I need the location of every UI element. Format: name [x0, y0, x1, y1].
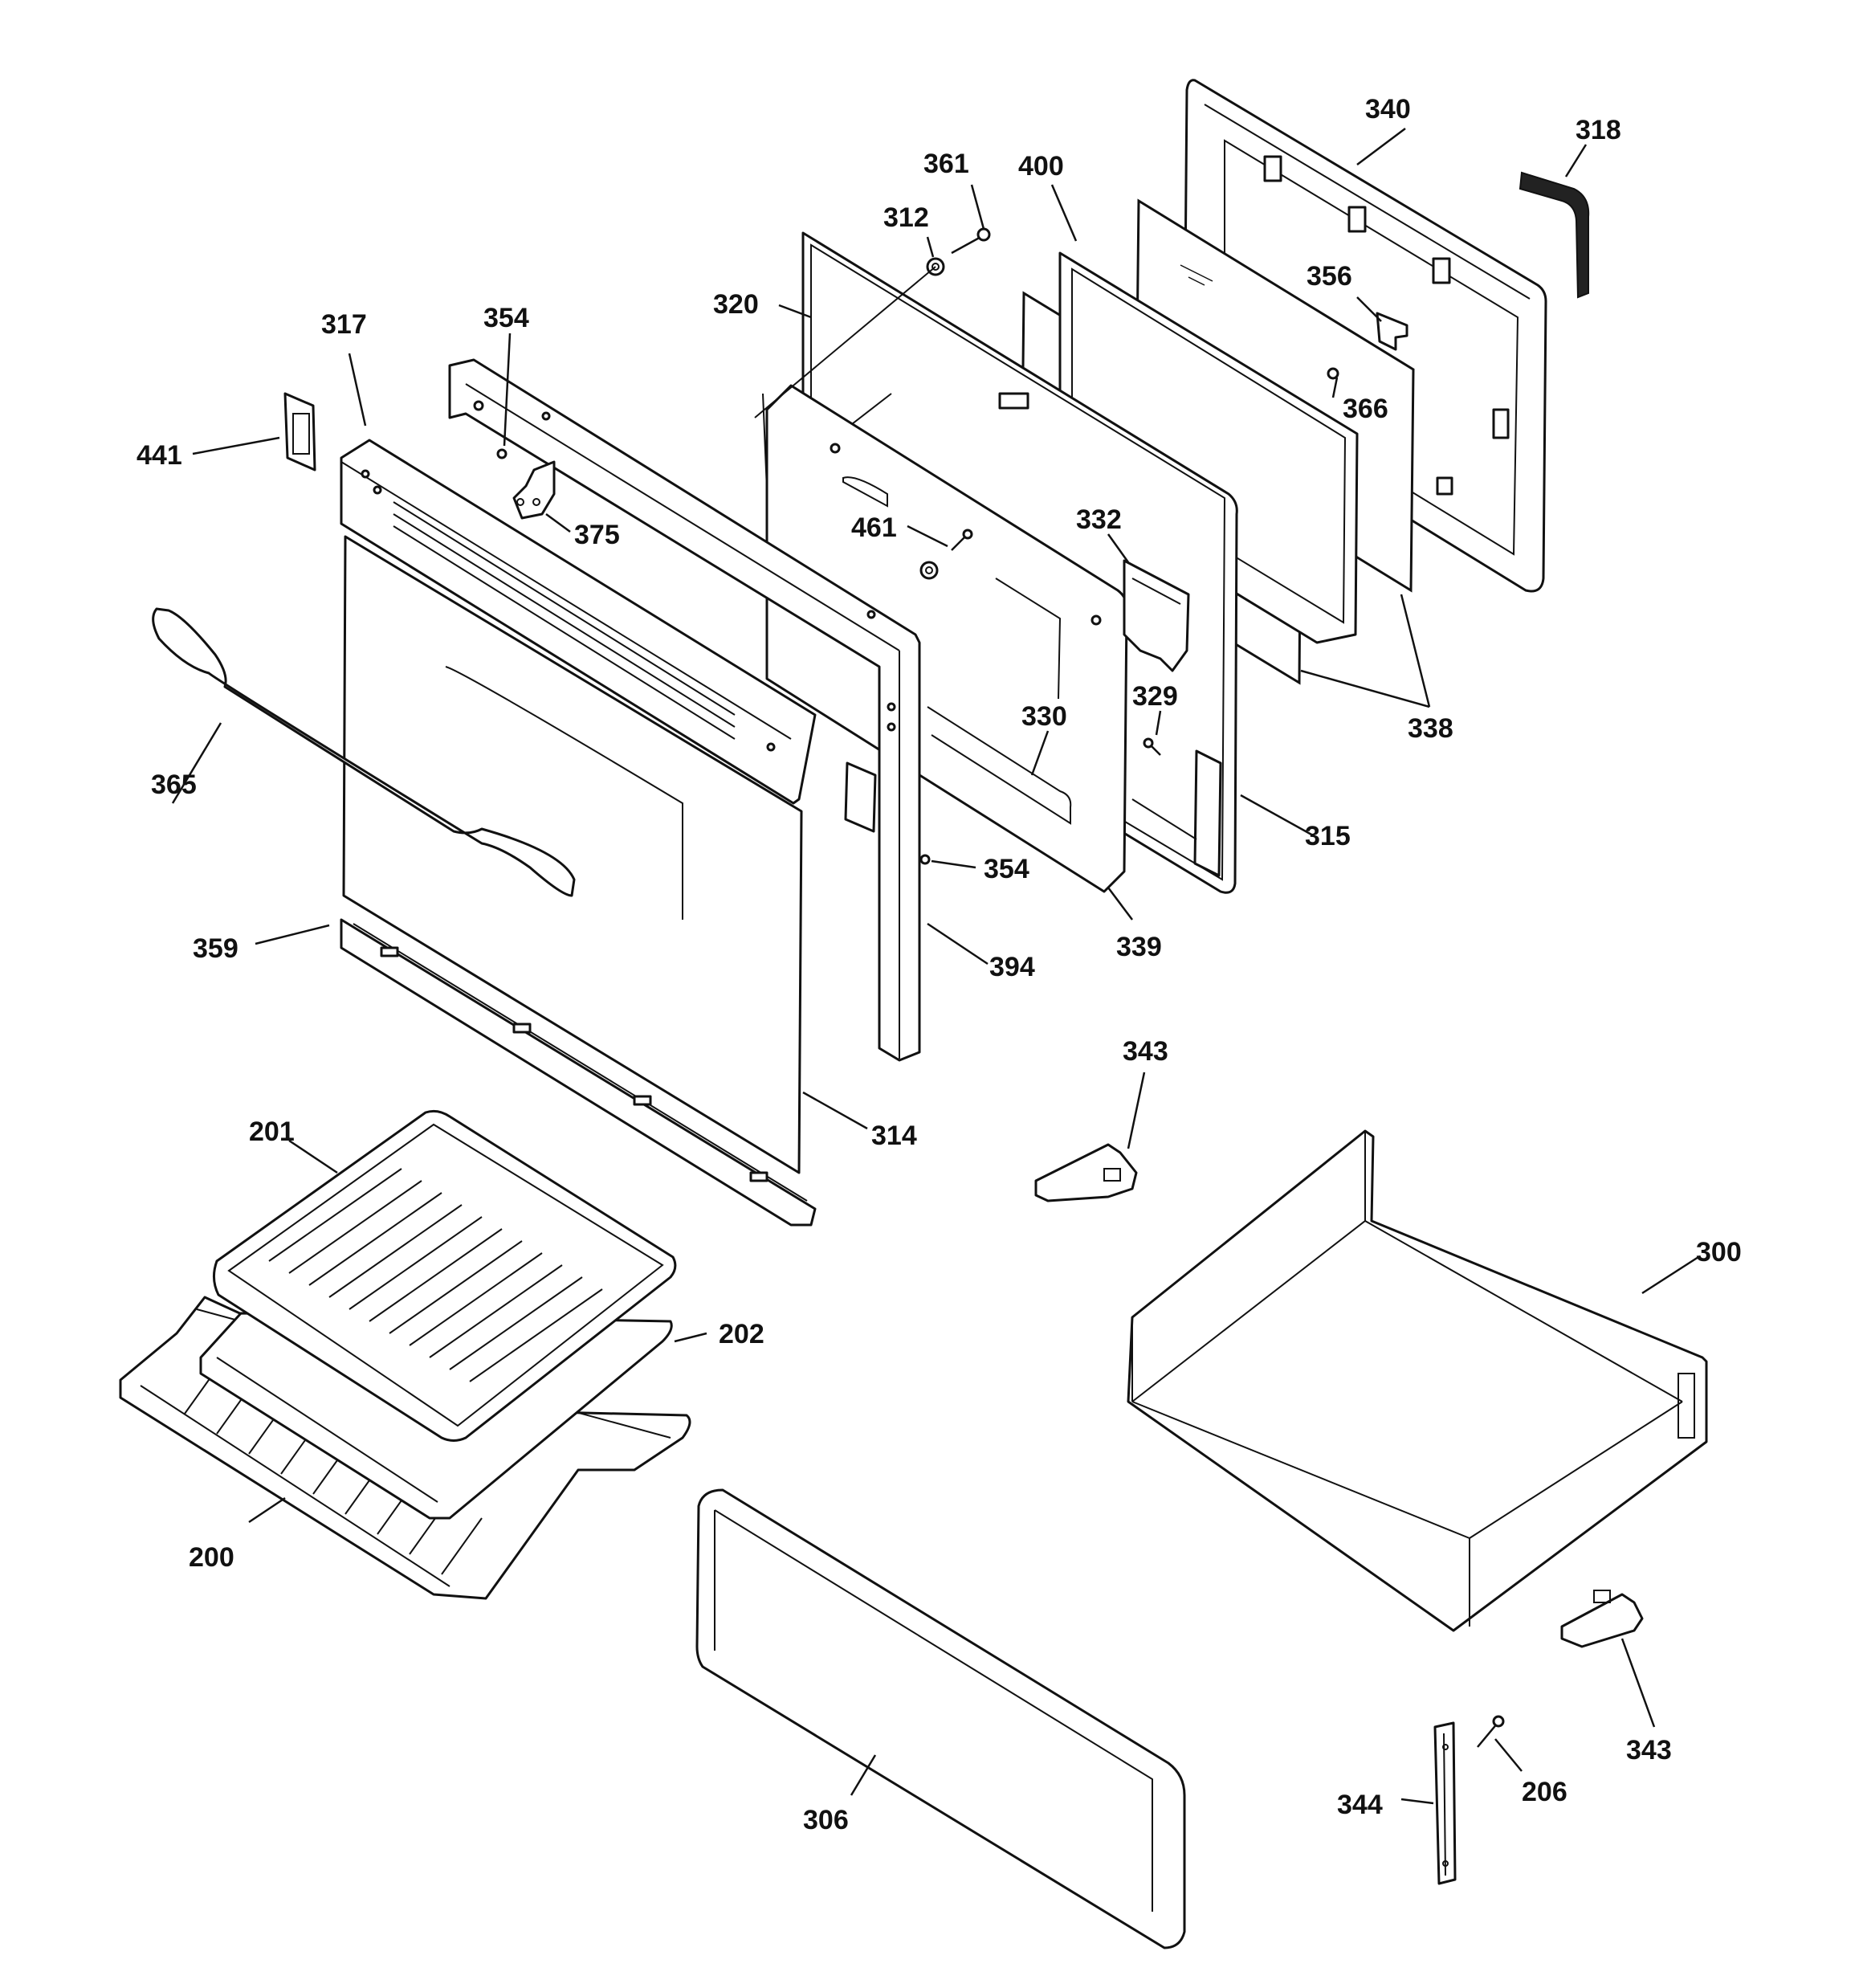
- callout-202: 202: [719, 1319, 764, 1349]
- callout-375: 375: [574, 520, 620, 550]
- callout-343-upper: 343: [1123, 1036, 1168, 1067]
- part-343-drawer-slide-lower: [1560, 1590, 1644, 1648]
- callout-318: 318: [1576, 115, 1621, 145]
- callout-labels: 340 318 361 400 312 320 356 354 317 366 …: [137, 94, 1742, 1835]
- callout-356: 356: [1307, 261, 1352, 292]
- callout-206: 206: [1522, 1777, 1567, 1807]
- part-300-drawer-box: [1127, 1129, 1708, 1632]
- part-366-screw: [1327, 367, 1339, 380]
- part-359-bottom-trim: [340, 918, 817, 1227]
- callout-340: 340: [1365, 94, 1411, 125]
- part-361-screw: [951, 227, 991, 255]
- callout-200: 200: [189, 1542, 234, 1573]
- callout-461: 461: [851, 512, 897, 543]
- callout-354-lower: 354: [984, 854, 1029, 884]
- callout-201: 201: [249, 1116, 295, 1147]
- part-317-vent-trim: [340, 439, 817, 805]
- callout-314: 314: [871, 1121, 917, 1151]
- callout-344: 344: [1337, 1790, 1383, 1820]
- callout-394: 394: [989, 952, 1035, 982]
- callout-361: 361: [923, 149, 969, 179]
- callout-320: 320: [713, 289, 759, 320]
- callout-359: 359: [193, 933, 238, 964]
- callout-317: 317: [321, 309, 367, 340]
- part-306-drawer-front: [695, 1488, 1186, 1949]
- part-354-screw-lower: [919, 854, 931, 865]
- part-340-door-frame: [1183, 79, 1547, 593]
- callout-330: 330: [1021, 701, 1067, 732]
- callout-306: 306: [803, 1805, 849, 1835]
- callout-329: 329: [1132, 681, 1178, 712]
- part-314-outer-door: [342, 535, 803, 1174]
- callout-400: 400: [1018, 151, 1064, 182]
- part-206-screw: [1477, 1715, 1505, 1748]
- part-394-side-frame: [448, 358, 921, 1062]
- part-365-handle: [152, 607, 576, 897]
- callout-315: 315: [1305, 821, 1351, 851]
- callout-339: 339: [1116, 932, 1162, 962]
- callout-300: 300: [1696, 1237, 1742, 1268]
- part-343-drawer-slide-upper: [1034, 1143, 1138, 1202]
- part-375-hinge-bracket: [512, 460, 556, 520]
- part-329-screw: [1143, 737, 1161, 756]
- part-441-badge: [283, 392, 316, 471]
- callout-366: 366: [1343, 394, 1388, 424]
- part-201-broiler-grid: [213, 1109, 677, 1442]
- part-356-bracket: [1376, 312, 1408, 351]
- callout-312: 312: [883, 202, 929, 233]
- callout-354-upper: 354: [483, 303, 529, 333]
- alignment-line: [754, 266, 936, 418]
- leader-lines: [171, 128, 1699, 1805]
- part-344-rail: [1433, 1721, 1457, 1885]
- part-461-fastener: [919, 529, 973, 580]
- callout-441: 441: [137, 440, 182, 471]
- callout-338: 338: [1408, 713, 1453, 744]
- part-332-bracket: [1123, 559, 1190, 672]
- callout-365: 365: [151, 769, 197, 800]
- callout-332: 332: [1076, 504, 1122, 535]
- part-318-gasket: [1519, 171, 1590, 299]
- part-354-screw-upper: [496, 448, 508, 459]
- callout-343-lower: 343: [1626, 1735, 1672, 1766]
